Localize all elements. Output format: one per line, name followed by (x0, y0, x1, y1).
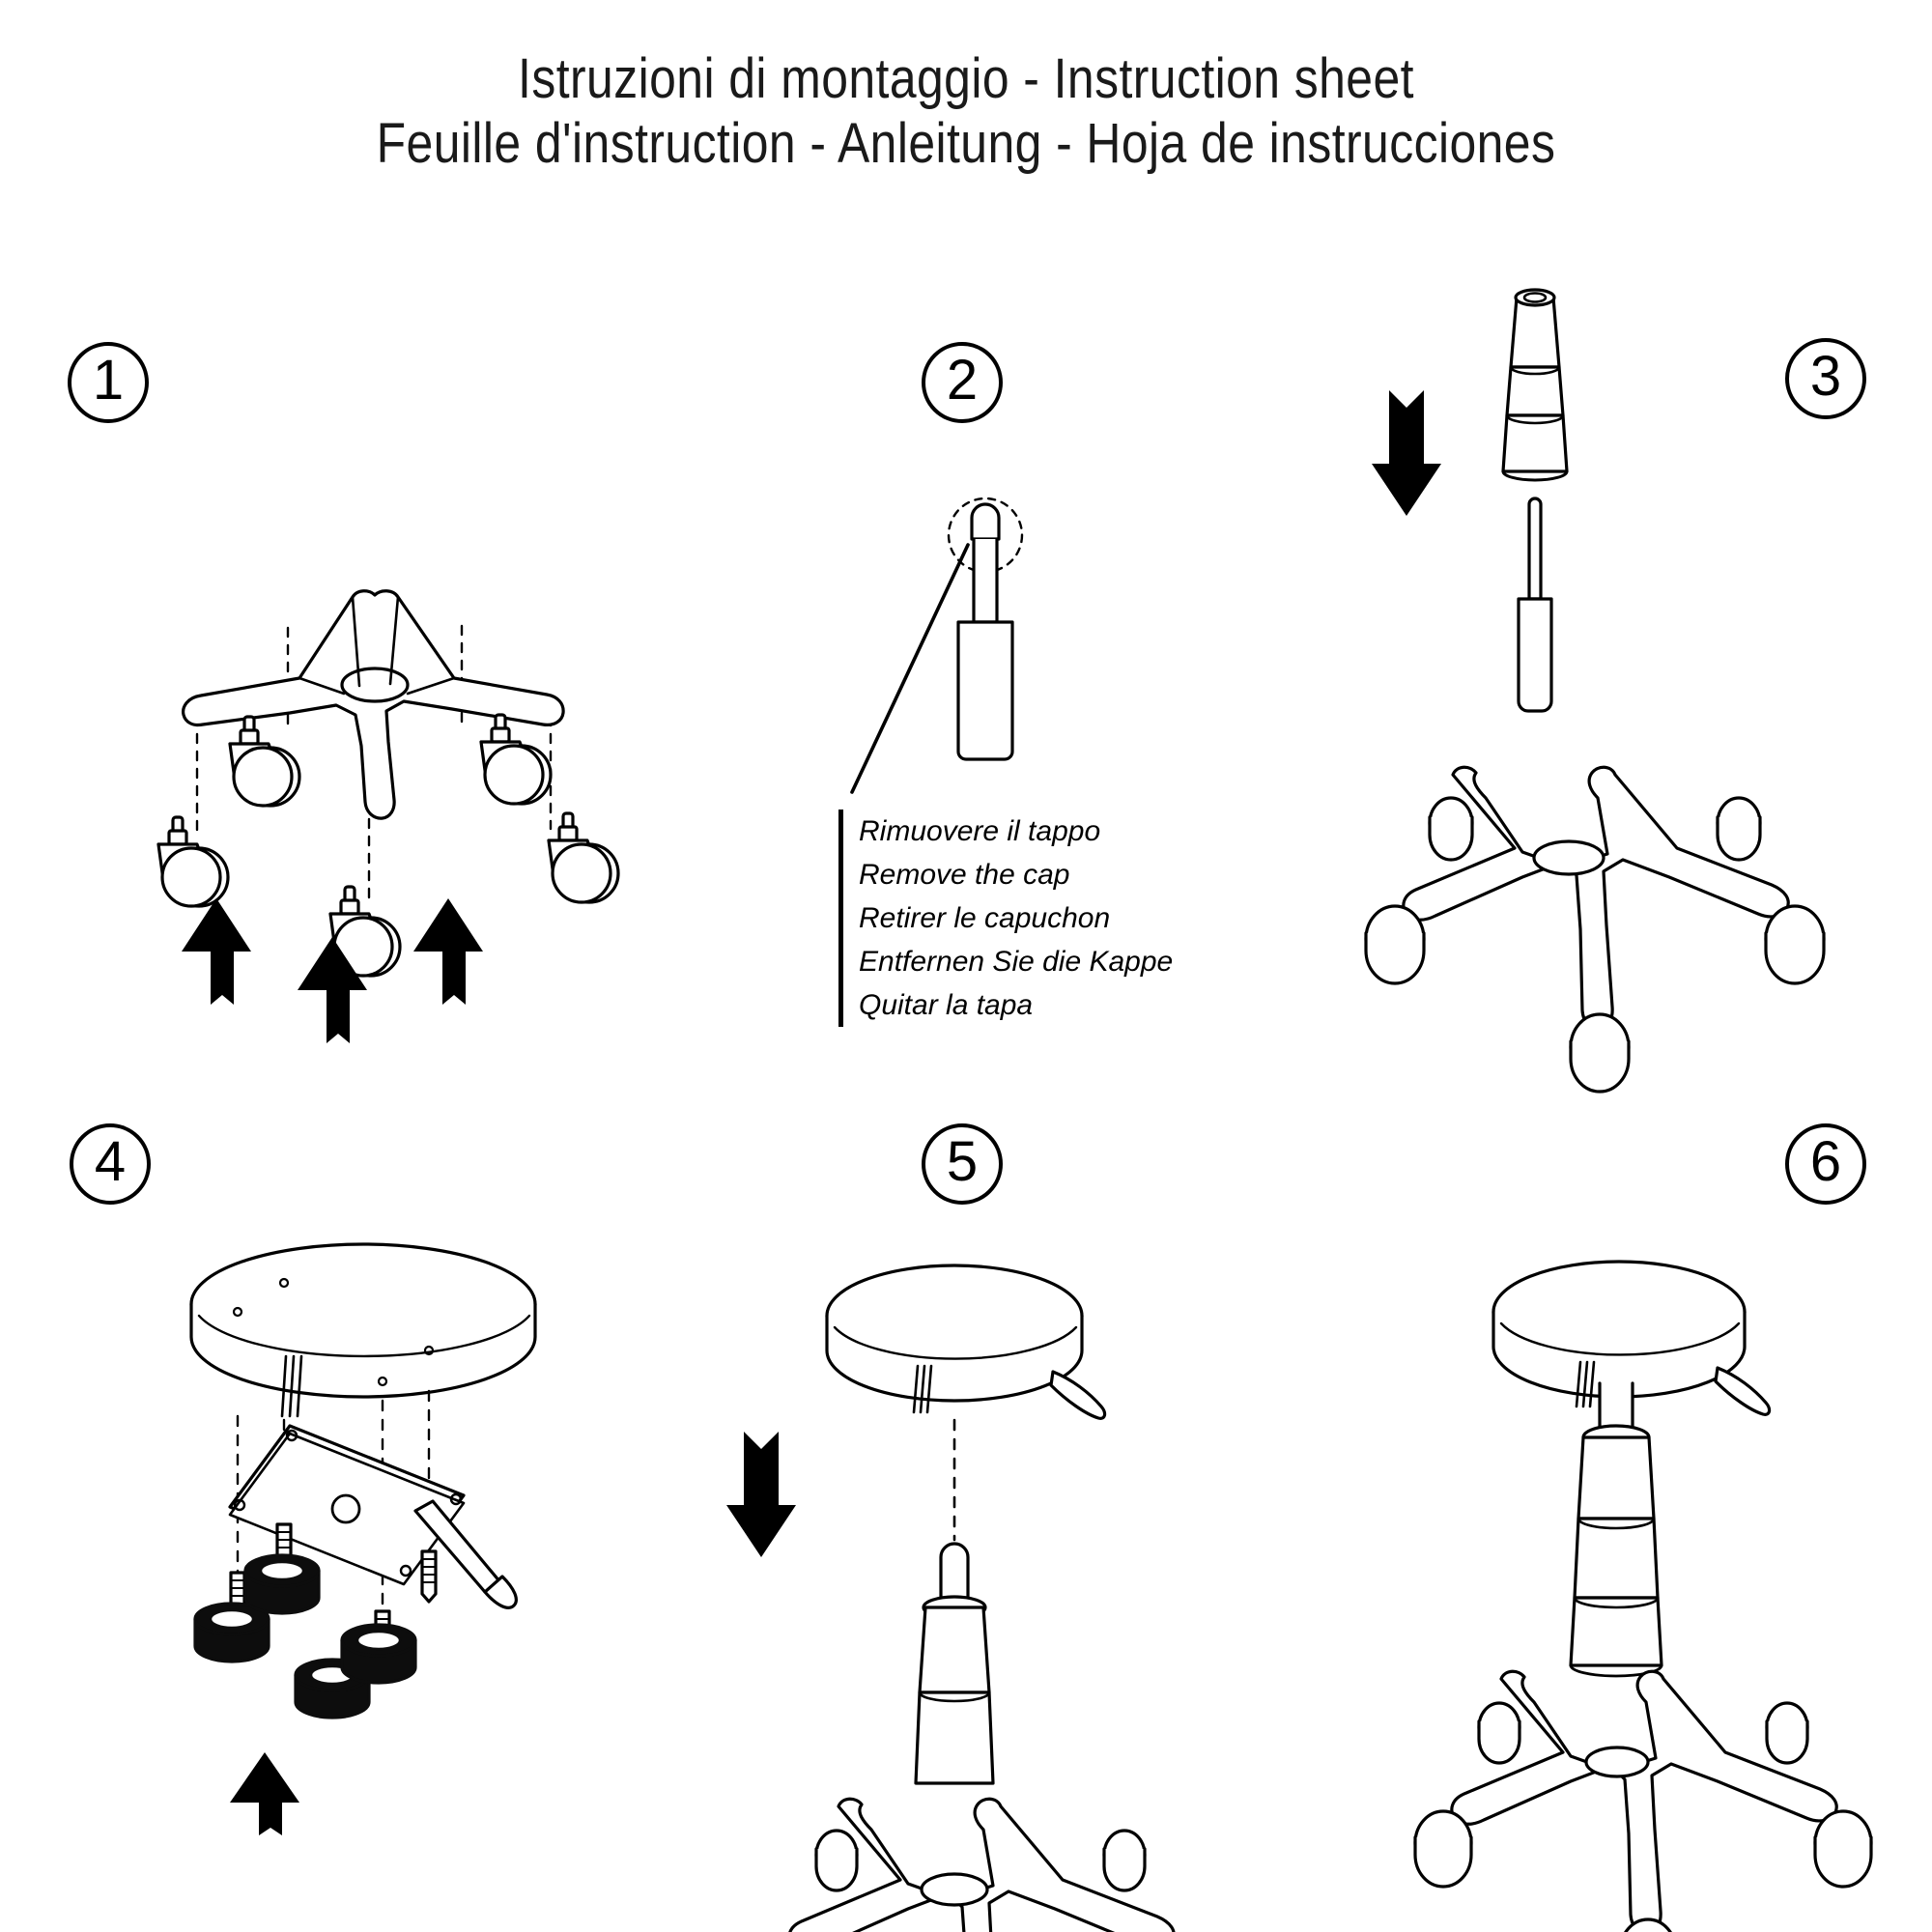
seat-cushion (189, 1242, 537, 1418)
callout-line-es: Quitar la tapa (859, 989, 1034, 1021)
callout-line-it: Rimuovere il tappo (859, 815, 1101, 847)
five-star-base-exploded-svg (156, 589, 620, 1043)
step-number-5: 5 (922, 1123, 1003, 1205)
callout-line-de: Entfernen Sie die Kappe (859, 946, 1174, 978)
arrow-down-step5 (726, 1432, 796, 1557)
base-with-casters-step5 (788, 1797, 1176, 1932)
gas-cylinder-cap-svg (850, 497, 1024, 794)
plate-center-hole (330, 1493, 361, 1524)
cylinder-cap (970, 502, 1001, 541)
step-4-illustration (174, 1236, 676, 1835)
step-1-illustration (145, 570, 628, 1053)
caster-left-front (1364, 904, 1426, 985)
step-number-4-label: 4 (94, 1130, 127, 1193)
gas-lift-column (1569, 1424, 1663, 1678)
callout-leader-line (850, 543, 970, 794)
caster-upper-right (479, 713, 553, 806)
seat-screw-holes (232, 1277, 435, 1387)
step-number-1: 1 (68, 342, 149, 423)
caster-right-front (1764, 904, 1826, 985)
caster-upper-left (228, 715, 301, 808)
caster-lower-left (156, 815, 230, 908)
base-hub (1532, 839, 1605, 876)
arrow-down-step3 (1372, 390, 1441, 516)
step-3-illustration (1352, 280, 1855, 1094)
callout-line-fr: Retirer le capuchon (859, 902, 1111, 934)
washer-2 (243, 1553, 321, 1615)
casters-step5 (814, 1829, 1147, 1892)
seat-onto-cylinder-svg (726, 1264, 1176, 1932)
title-line-2: Feuille d'instruction - Anleitung - Hoja… (376, 112, 1556, 176)
remove-cap-callout: Rimuovere il tappo Remove the cap Retire… (838, 810, 1174, 1027)
step-1-up-arrows (182, 898, 483, 1043)
cylinder-into-base-svg (1364, 288, 1826, 1094)
completed-stool-svg (1413, 1260, 1873, 1932)
telescopic-cover (1501, 288, 1569, 482)
washer-1 (193, 1602, 270, 1663)
arrow-up-step4 (230, 1752, 299, 1835)
step-number-2: 2 (922, 342, 1003, 423)
step-number-5-label: 5 (946, 1130, 979, 1193)
piston-rod (972, 537, 999, 624)
caster-center-front (1569, 1012, 1631, 1094)
assembled-base-with-casters (1364, 765, 1826, 1094)
caster-right-rear (1716, 796, 1762, 862)
step-number-2-label: 2 (946, 349, 979, 412)
caster-lower-right (547, 811, 620, 904)
assembly-wrench (413, 1499, 518, 1609)
washers (193, 1553, 417, 1719)
screw-4 (420, 1549, 438, 1604)
seat-cushion-step5 (825, 1264, 1107, 1420)
step-number-6: 6 (1785, 1123, 1866, 1205)
arrow-up-right (413, 898, 483, 1005)
arrow-up-center (298, 937, 367, 1043)
step-2-illustration (850, 497, 1101, 811)
title-line-1: Istruzioni di montaggio - Instruction sh… (518, 47, 1414, 110)
step-number-3-label: 3 (1809, 345, 1842, 408)
gas-cylinder-body (956, 620, 1014, 761)
gas-cylinder-upright (1517, 497, 1553, 713)
washer-4 (340, 1623, 417, 1685)
caster-left-rear (1428, 796, 1474, 862)
page-title: Istruzioni di montaggio - Instruction sh… (0, 46, 1932, 177)
caster-bottom-center (328, 885, 402, 978)
seat-plate-screws-svg (189, 1242, 537, 1835)
seat-cushion-step6 (1492, 1260, 1772, 1416)
step-5-illustration (726, 1246, 1256, 1932)
callout-line-en: Remove the cap (859, 859, 1070, 891)
plate-bolt-holes (233, 1429, 463, 1577)
five-star-base (182, 589, 565, 820)
step-number-6-label: 6 (1809, 1130, 1842, 1193)
height-adjust-lever (1049, 1370, 1107, 1420)
casters-step6 (1413, 1701, 1873, 1932)
height-adjust-lever-step6 (1714, 1366, 1772, 1416)
arrow-up-left (182, 898, 251, 1005)
base-with-casters-step6 (1413, 1669, 1873, 1932)
step-number-4: 4 (70, 1123, 151, 1205)
step-number-1-label: 1 (92, 349, 125, 412)
mounting-plate (228, 1424, 466, 1586)
base-hub-opening (340, 667, 410, 703)
step-6-illustration (1410, 1246, 1893, 1932)
cylinder-with-cover (914, 1542, 995, 1785)
step-number-3: 3 (1785, 338, 1866, 419)
